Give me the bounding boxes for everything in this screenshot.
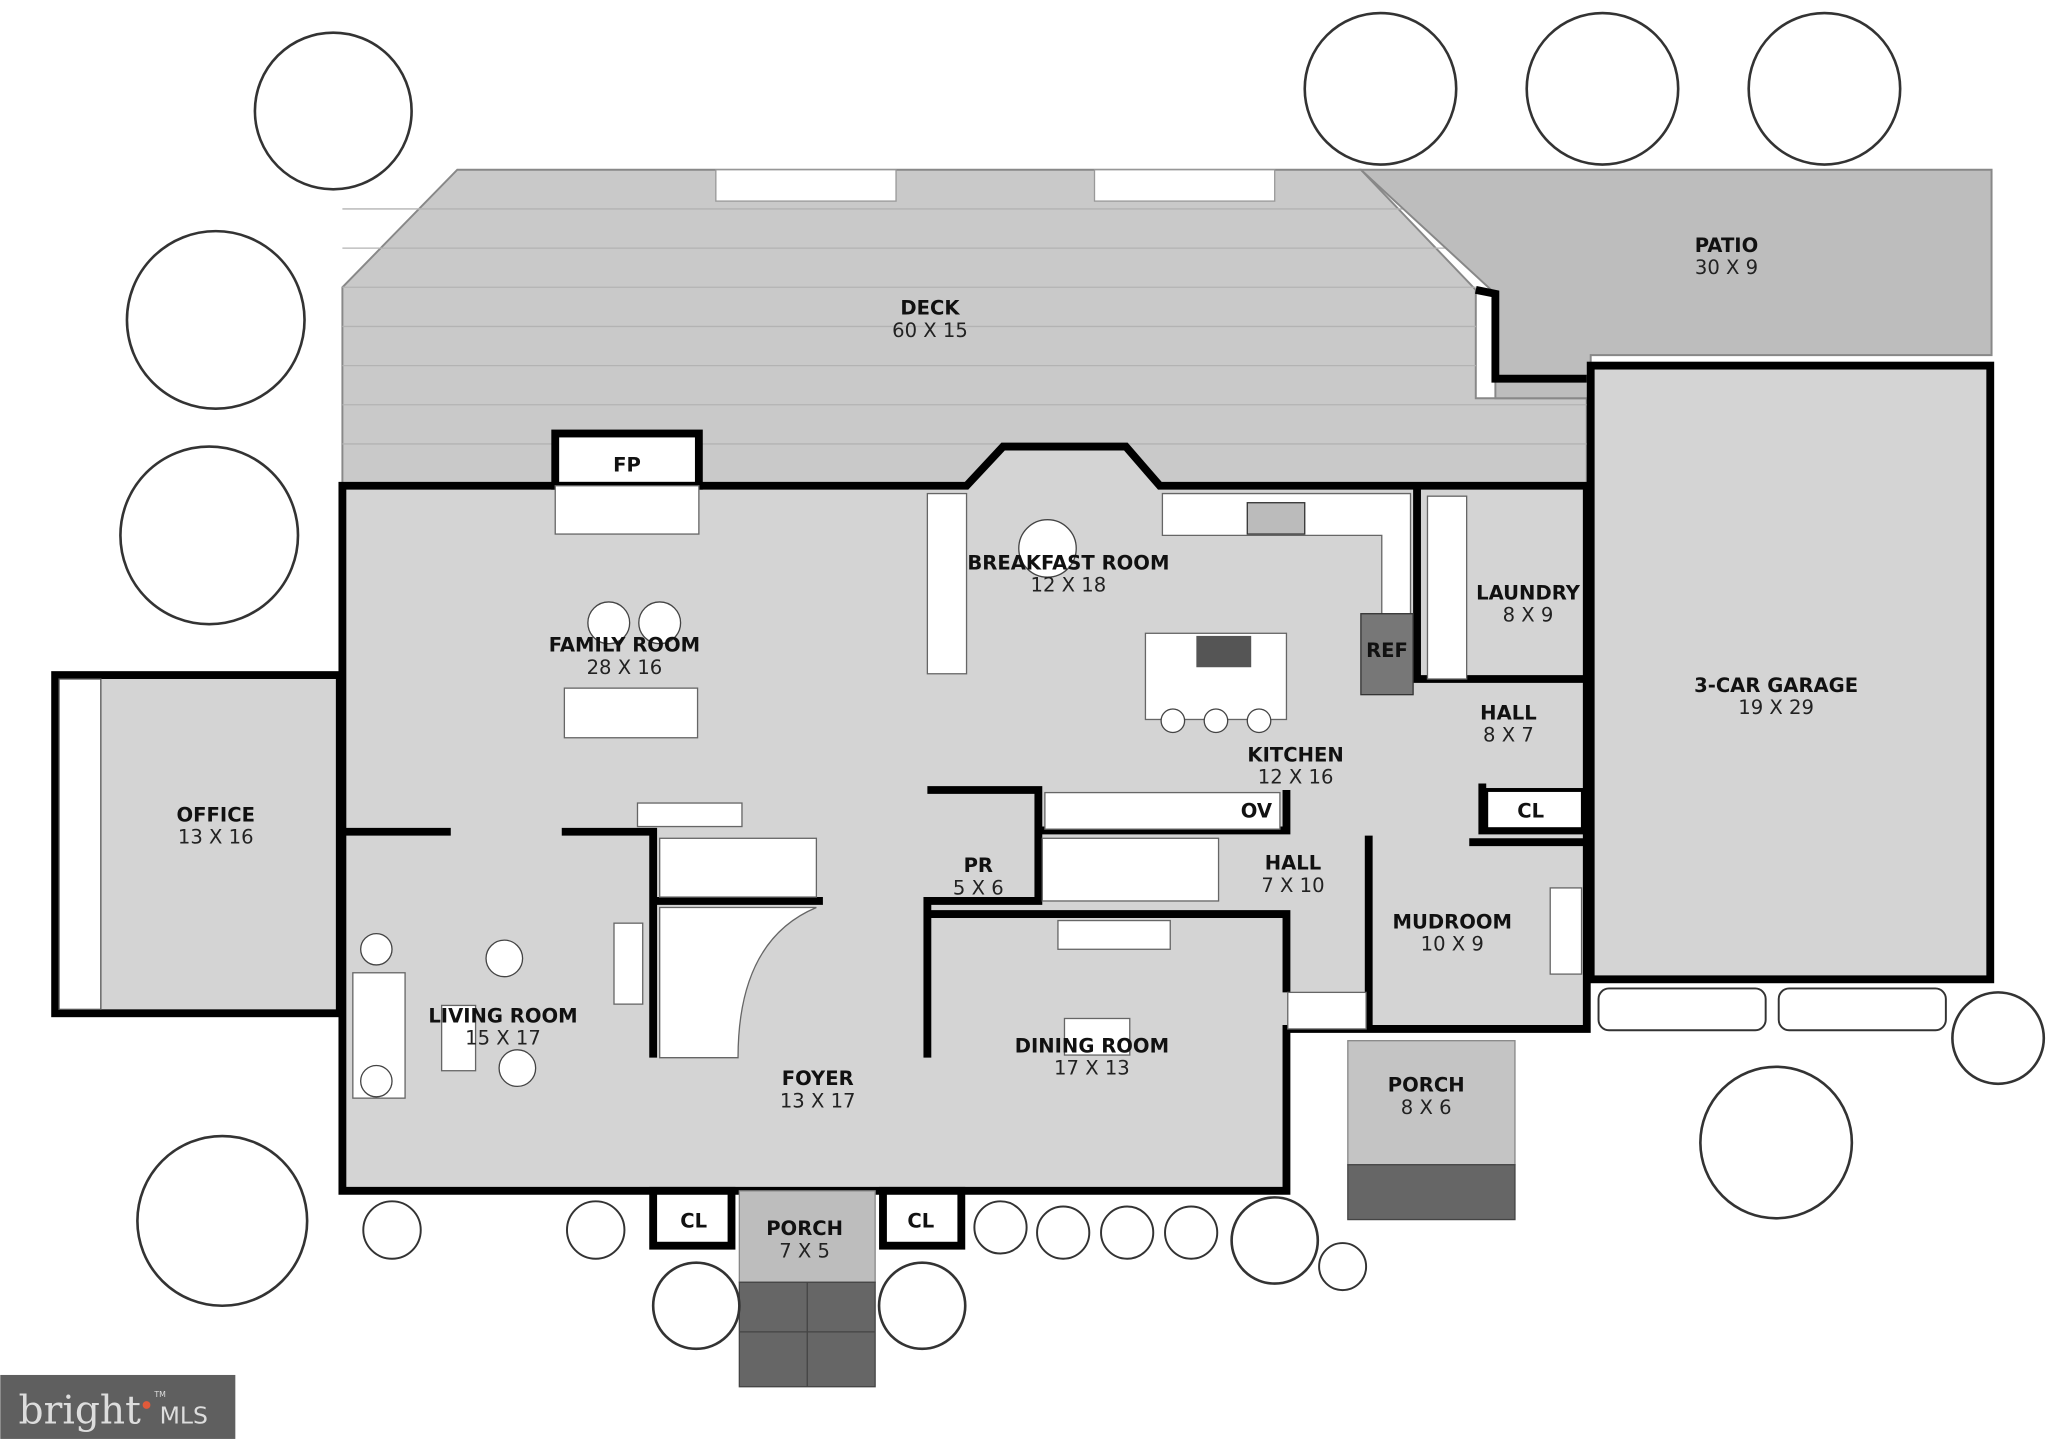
- front-porch: [738, 1190, 876, 1283]
- room-name: HALL: [1480, 701, 1537, 724]
- room-dims: 10 X 9: [1421, 933, 1484, 956]
- skylight: [1093, 169, 1276, 202]
- room-dims: 19 X 29: [1738, 696, 1814, 719]
- tree-icon: [119, 11, 2046, 1351]
- room-dims: 7 X 10: [1261, 874, 1324, 897]
- room-name: OFFICE: [177, 803, 255, 826]
- room-dims: 8 X 6: [1401, 1096, 1452, 1119]
- closet-label: CL: [680, 1209, 707, 1232]
- room-name: KITCHEN: [1247, 743, 1343, 766]
- side-porch: [1347, 1040, 1516, 1166]
- room-dims: 12 X 18: [1031, 574, 1107, 597]
- room-name: 3-CAR GARAGE: [1694, 674, 1858, 697]
- oven-label: OV: [1241, 799, 1273, 822]
- room-name: FOYER: [782, 1067, 854, 1090]
- room-name: DINING ROOM: [1015, 1034, 1169, 1057]
- room-name: PR: [964, 854, 993, 877]
- room-dims: 5 X 6: [953, 876, 1004, 899]
- room-dims: 28 X 16: [587, 656, 663, 679]
- room-dims: 15 X 17: [465, 1027, 541, 1050]
- room-dims: 8 X 9: [1503, 604, 1554, 627]
- room-name: HALL: [1265, 852, 1321, 875]
- closet-label: CL: [907, 1209, 934, 1232]
- fireplace-label: FP: [613, 453, 641, 476]
- room-name: LAUNDRY: [1476, 581, 1581, 604]
- room-name: LIVING ROOM: [428, 1004, 577, 1027]
- closet-label: CL: [1517, 799, 1544, 822]
- logo-suffix: MLS: [160, 1401, 208, 1429]
- room-dims: 13 X 16: [178, 826, 254, 849]
- room-name: PATIO: [1695, 234, 1758, 257]
- office: [51, 671, 344, 1018]
- room-dims: 8 X 7: [1483, 724, 1534, 747]
- shrub-icon: [362, 1200, 1368, 1292]
- side-steps: [1347, 1164, 1516, 1221]
- refrigerator-label: REF: [1366, 639, 1408, 662]
- room-name: PORCH: [1388, 1074, 1465, 1097]
- room-name: BREAKFAST ROOM: [967, 551, 1169, 574]
- room-name: FAMILY ROOM: [549, 634, 700, 657]
- room-dims: 7 X 5: [779, 1239, 830, 1262]
- room-dims: 30 X 9: [1695, 256, 1758, 279]
- room-name: PORCH: [766, 1217, 843, 1240]
- room-dims: 17 X 13: [1054, 1057, 1130, 1080]
- room-dims: 12 X 16: [1258, 765, 1334, 788]
- logo-brand: bright: [19, 1388, 142, 1433]
- room-dims: 13 X 17: [780, 1089, 856, 1112]
- garage: [1586, 361, 1995, 984]
- logo-tm: TM: [153, 1390, 166, 1399]
- bright-mls-logo: bright MLS TM: [0, 1374, 236, 1439]
- room-name: DECK: [900, 297, 960, 320]
- skylight: [715, 169, 897, 202]
- room-labels: DECK 60 X 15 PATIO 30 X 9 FAMILY ROOM 28…: [177, 234, 1859, 1262]
- room-dims: 60 X 15: [892, 319, 968, 342]
- room-name: MUDROOM: [1393, 910, 1512, 933]
